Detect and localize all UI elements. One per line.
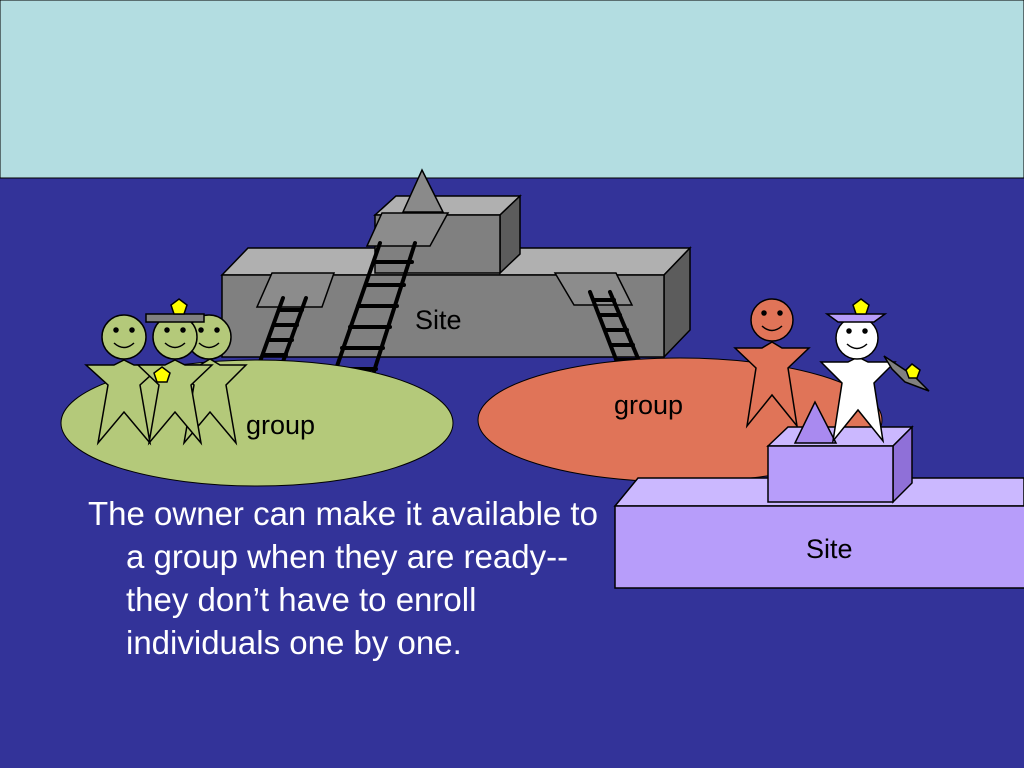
green-person-owner [136,298,214,446]
slide-body-text: The owner can make it available to a gro… [88,495,598,661]
orange-group-label: group [614,390,683,420]
green-person-left [84,314,164,446]
gray-site [220,168,692,359]
hat-brim-icon-purple [824,313,888,323]
orange-person [733,298,811,429]
badge-hat-icon [170,298,188,315]
purple-site-pyramid [793,400,838,444]
gray-site-upper-top [373,195,522,216]
green-group-label: group [246,410,315,440]
purple-site-base-front [614,505,1024,589]
trowel-icon [883,355,930,392]
purple-site [613,400,1024,589]
sky-band [0,0,1024,179]
purple-site-label: Site [806,534,853,564]
gray-site-hatch-top [365,212,450,247]
purple-site-upper-front [767,445,894,503]
hat-brim-icon [145,313,205,323]
badge-chest-icon [153,366,171,383]
gray-site-label: Site [415,305,462,335]
badge-hat-icon-owner [852,298,870,315]
gray-site-hatch-left [255,272,336,308]
white-person-owner [819,298,897,444]
gray-site-pyramid [401,168,445,213]
